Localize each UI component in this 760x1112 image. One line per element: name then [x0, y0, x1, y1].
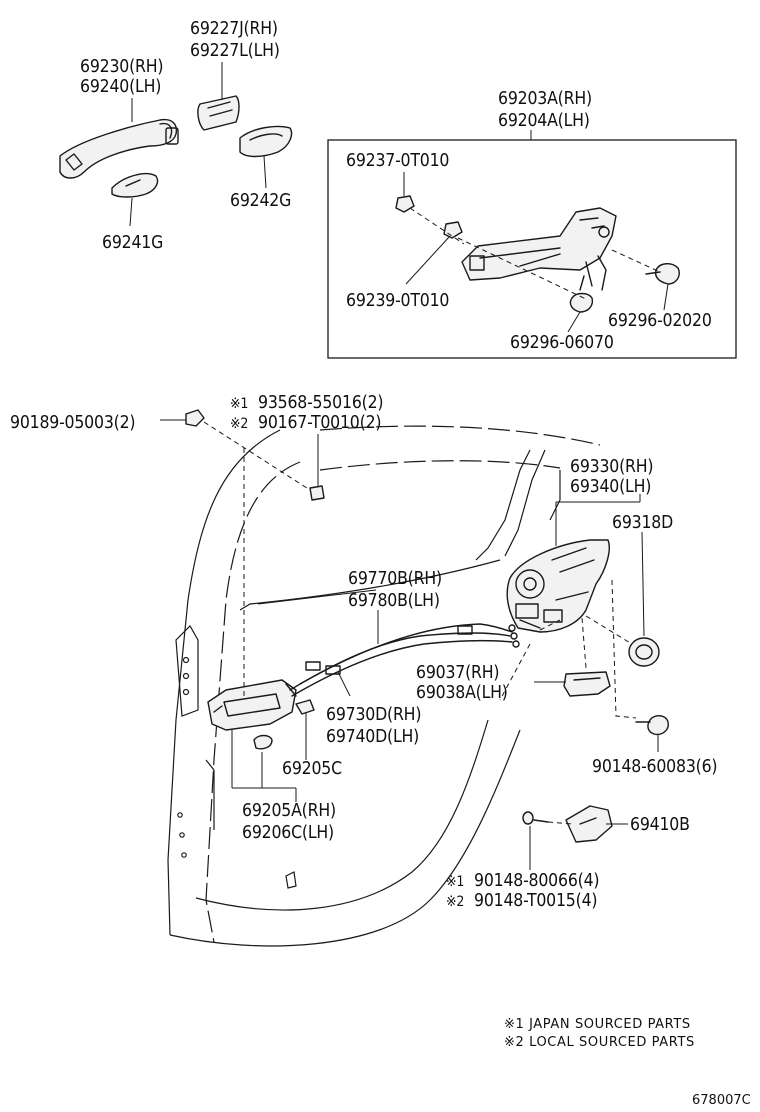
clip-90189-part — [185, 409, 205, 427]
screw-93568-part — [309, 485, 325, 501]
inside-handle-bezel-part — [295, 699, 315, 715]
label-90148-t0015: 90148-T0015(4) — [474, 891, 597, 911]
label-69730d: 69730D(RH) — [326, 705, 421, 725]
label-69240: 69240(LH) — [80, 77, 161, 97]
label-69296-06070: 69296-06070 — [510, 333, 614, 353]
label-69241g: 69241G — [102, 233, 163, 253]
bolt-69237-part — [395, 195, 415, 213]
screw-90148-80066-part — [522, 811, 549, 825]
note-local-sourced: ※2 LOCAL SOURCED PARTS — [504, 1035, 695, 1050]
label-69780b: 69780B(LH) — [348, 591, 440, 611]
grommet-69318d-part — [628, 637, 660, 667]
screw-69296-06070-part — [569, 275, 594, 313]
label-90167: 90167-T0010(2) — [258, 413, 381, 433]
label-90167-mark: ※2 — [230, 416, 248, 432]
label-90148-t0015-mark: ※2 — [446, 894, 464, 910]
label-69227j: 69227J(RH) — [190, 19, 278, 39]
frame-subassy-part — [461, 207, 617, 291]
label-69205c: 69205C — [282, 759, 342, 779]
label-69340: 69340(LH) — [570, 477, 651, 497]
label-90189: 90189-05003(2) — [10, 413, 135, 433]
striker-69410b-part — [565, 805, 613, 843]
label-69770b: 69770B(RH) — [348, 569, 442, 589]
screw-90148-60083-part — [635, 715, 669, 736]
label-69330: 69330(RH) — [570, 457, 653, 477]
note-japan-sourced: ※1 JAPAN SOURCED PARTS — [504, 1017, 691, 1032]
frame-subassy-box — [327, 139, 737, 359]
handle-frame-pad-part — [239, 125, 293, 158]
label-93568-mark: ※1 — [230, 396, 248, 412]
label-69239: 69239-0T010 — [346, 291, 449, 311]
label-69242g: 69242G — [230, 191, 291, 211]
label-69227l: 69227L(LH) — [190, 41, 280, 61]
handle-pad-part — [111, 172, 159, 198]
label-69230: 69230(RH) — [80, 57, 163, 77]
door-lock-assy-part — [506, 539, 610, 633]
label-69237: 69237-0T010 — [346, 151, 449, 171]
label-69410b: 69410B — [630, 815, 690, 835]
door-lock-cables — [289, 623, 520, 697]
handle-cap-part — [197, 95, 240, 131]
label-90148-80066: 90148-80066(4) — [474, 871, 599, 891]
label-69204a: 69204A(LH) — [498, 111, 590, 131]
clip-69205c-part — [253, 734, 273, 750]
lock-cover-part — [563, 671, 611, 697]
bolt-69239-part — [443, 221, 463, 239]
label-69206c: 69206C(LH) — [242, 823, 334, 843]
label-90148-60083: 90148-60083(6) — [592, 757, 717, 777]
label-69740d: 69740D(LH) — [326, 727, 419, 747]
diagram-code: 678007C — [692, 1093, 751, 1108]
label-69203a: 69203A(RH) — [498, 89, 592, 109]
label-69037: 69037(RH) — [416, 663, 499, 683]
label-69296-02020: 69296-02020 — [608, 311, 712, 331]
screw-69296-02020-part — [645, 263, 680, 285]
label-69038a: 69038A(LH) — [416, 683, 508, 703]
label-69205a: 69205A(RH) — [242, 801, 336, 821]
rear-door-outline — [167, 425, 601, 947]
outside-handle-part — [59, 118, 179, 179]
inside-handle-part — [207, 679, 297, 731]
label-93568: 93568-55016(2) — [258, 393, 383, 413]
label-90148-80066-mark: ※1 — [446, 874, 464, 890]
label-69318d: 69318D — [612, 513, 673, 533]
